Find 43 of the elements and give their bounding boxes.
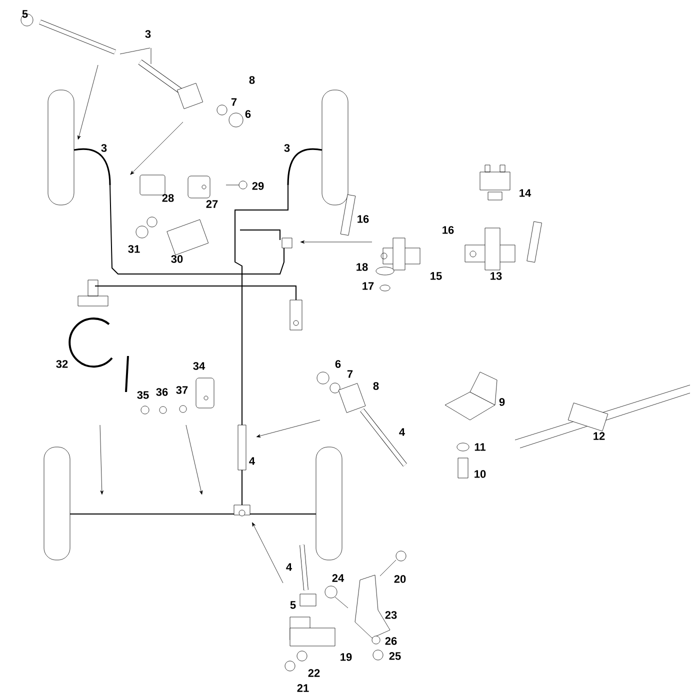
callout-number: 24 (332, 574, 344, 582)
callout-number: 16 (358, 215, 369, 223)
callout-number: 31 (128, 245, 140, 253)
callout-number: 8 (249, 76, 255, 84)
callout-number: 21 (297, 684, 309, 692)
callout-number: 25 (389, 652, 401, 660)
callout-number: 30 (171, 255, 183, 263)
callout-number: 34 (193, 362, 206, 370)
callout-number: 19 (340, 653, 352, 661)
callout-number: 27 (206, 200, 218, 208)
callout-number: 32 (56, 360, 68, 368)
callout-number: 5 (22, 10, 28, 18)
callout-number: 28 (162, 194, 174, 202)
callout-number: 6 (335, 360, 341, 368)
callout-number: 12 (594, 432, 605, 440)
callout-number: 7 (231, 98, 237, 106)
callout-number: 6 (245, 110, 251, 118)
callout-number: 26 (385, 637, 397, 645)
callout-number: 20 (394, 575, 406, 583)
callout-number: 17 (362, 282, 374, 290)
callout-number: 10 (474, 470, 486, 478)
callout-number: 3 (284, 144, 290, 152)
callout-number: 9 (499, 398, 505, 406)
callout-number: 11 (474, 443, 486, 451)
callout-number: 16 (442, 226, 454, 234)
callout-number: 3 (145, 30, 151, 38)
callout-number: 35 (137, 391, 149, 399)
callout-number: 8 (373, 382, 379, 390)
callout-number: 7 (347, 370, 353, 378)
callout-number: 29 (252, 182, 264, 190)
callout-number: 36 (156, 388, 168, 396)
callout-number: 3 (101, 144, 107, 152)
callout-number: 4 (399, 428, 405, 436)
callout-number: 4 (249, 457, 255, 465)
callout-number: 23 (385, 611, 397, 619)
callout-number: 13 (490, 272, 502, 280)
callout-number: 4 (286, 563, 292, 571)
callout-number: 18 (356, 263, 368, 271)
callout-number: 37 (176, 386, 188, 394)
callout-number: 22 (308, 669, 320, 677)
callout-number: 15 (430, 272, 442, 280)
callout-number: 5 (290, 601, 296, 609)
callout-number: 14 (520, 189, 532, 197)
